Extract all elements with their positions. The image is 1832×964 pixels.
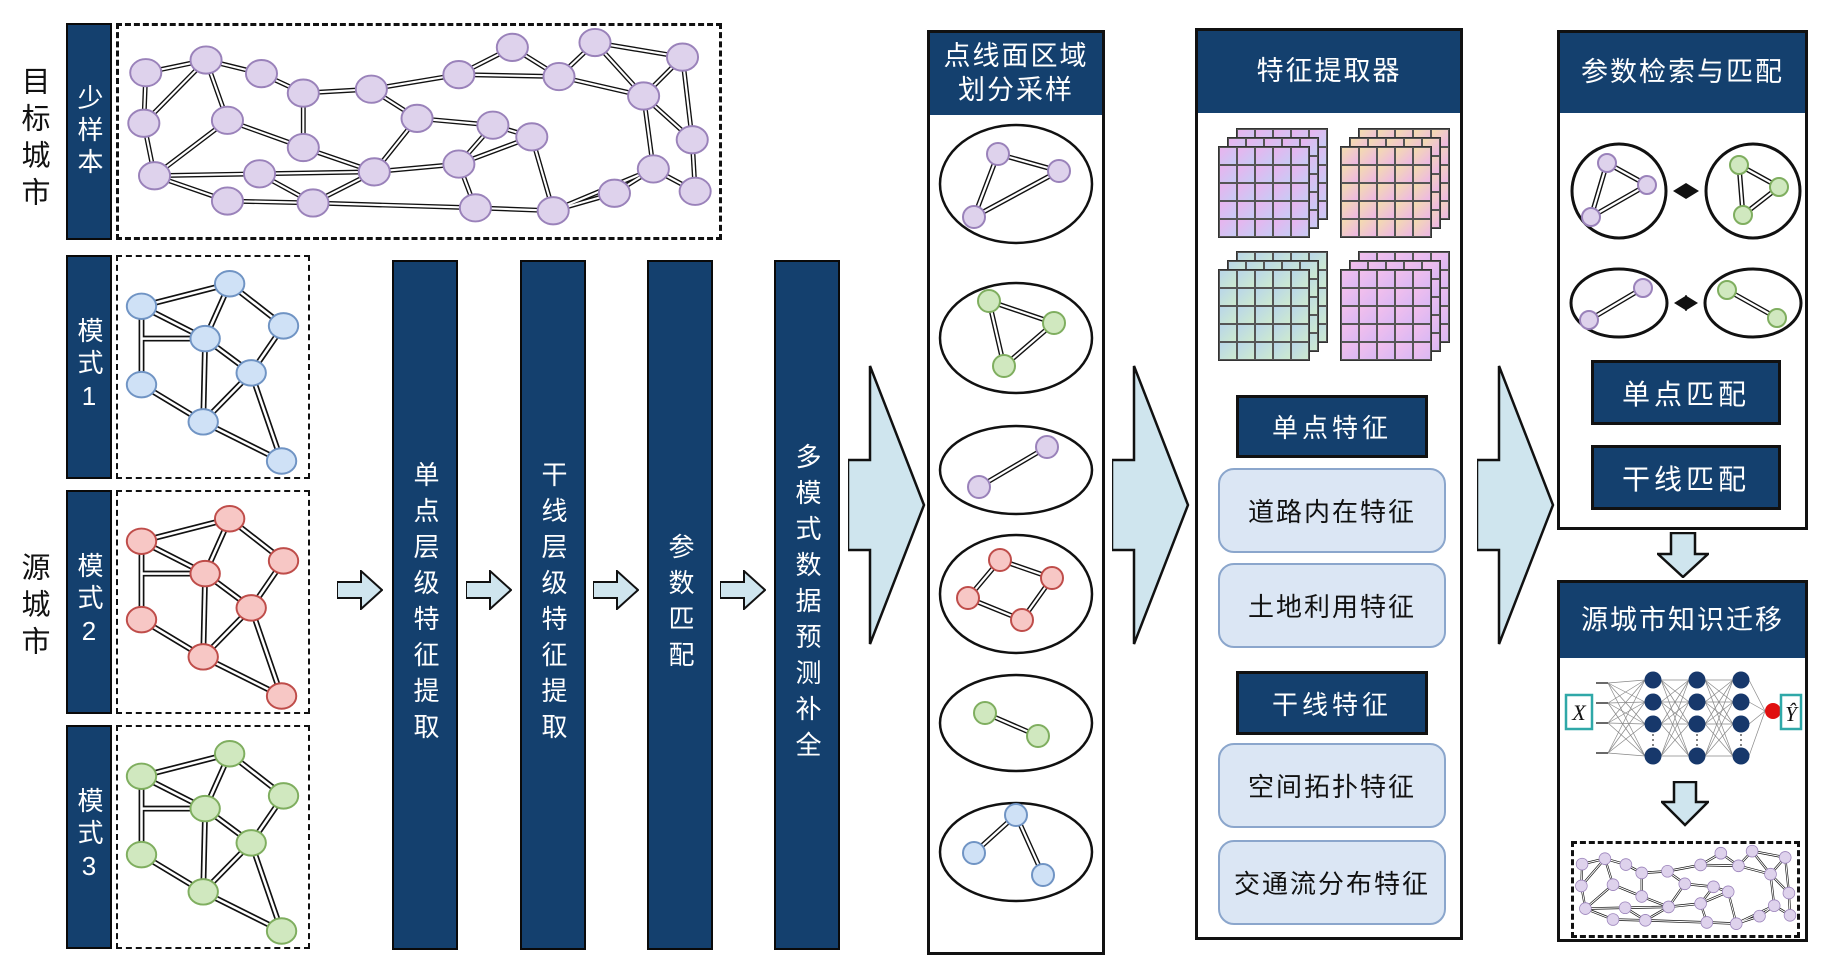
- small-arrow-icon: [720, 570, 766, 610]
- down-arrow-icon: [1657, 532, 1709, 578]
- feature-map-stack: [1340, 128, 1452, 240]
- big-arrow-icon: [1477, 365, 1555, 645]
- feature-map-stack: [1218, 251, 1330, 363]
- target-city-network-box: [116, 23, 722, 240]
- small-arrow-icon: [337, 570, 383, 610]
- pattern3-network-box: [116, 725, 310, 949]
- down-arrow-icon: [1661, 781, 1709, 827]
- process-bar-multimode-complete: 多模式数据预测补全: [774, 260, 840, 950]
- land-use-feature-box: 土地利用特征: [1218, 563, 1446, 648]
- pattern3-bar: 模式3: [66, 725, 112, 949]
- process-bar-trunk-feature: 干线层级特征提取: [520, 260, 586, 950]
- big-arrow-icon: [1112, 365, 1190, 645]
- few-sample-bar: 少样本: [66, 23, 112, 240]
- big-arrow-icon: [848, 365, 926, 645]
- pattern2-bar: 模式2: [66, 490, 112, 714]
- feature-map-stack: [1340, 251, 1452, 363]
- pattern1-network-box: [116, 255, 310, 479]
- small-arrow-icon: [466, 570, 512, 610]
- matching-pairs: [1569, 142, 1803, 339]
- trunk-matching-button: 干线匹配: [1591, 445, 1781, 510]
- sampled-subgraphs: [938, 123, 1094, 903]
- traffic-flow-feature-box: 交通流分布特征: [1218, 840, 1446, 925]
- sampling-column-header: 点线面区域 划分采样: [930, 33, 1102, 115]
- extractor-column-header: 特征提取器: [1198, 31, 1460, 113]
- target-city-network: [127, 27, 712, 226]
- svg-text:X: X: [1571, 700, 1587, 725]
- trunk-feature-header: 干线特征: [1236, 671, 1428, 735]
- sampling-column: 点线面区域 划分采样: [927, 30, 1105, 955]
- svg-text:Ŷ: Ŷ: [1785, 702, 1799, 726]
- pattern1-network: [125, 270, 300, 475]
- extractor-column: 特征提取器 单点特征 道路内在特征 土地利用特征 干线特征 空间拓扑特征 交通流…: [1195, 28, 1463, 940]
- source-city-label: 源城市: [17, 552, 49, 663]
- pattern2-network-box: [116, 490, 310, 714]
- pattern1-bar: 模式1: [66, 255, 112, 479]
- process-bar-point-feature: 单点层级特征提取: [392, 260, 458, 950]
- small-arrow-icon: [593, 570, 639, 610]
- knowledge-transfer-header: 源城市知识迁移: [1560, 583, 1805, 658]
- point-matching-button: 单点匹配: [1591, 360, 1781, 425]
- completed-network: [1575, 844, 1797, 930]
- process-bar-param-match: 参数匹配: [647, 260, 713, 950]
- road-intrinsic-feature-box: 道路内在特征: [1218, 468, 1446, 553]
- matching-column: 参数检索与匹配 单点匹配 干线匹配: [1557, 30, 1808, 530]
- feature-map-stack: [1218, 128, 1330, 240]
- spatial-topology-feature-box: 空间拓扑特征: [1218, 743, 1446, 828]
- matching-column-header: 参数检索与匹配: [1560, 33, 1805, 113]
- pattern3-network: [125, 740, 300, 945]
- point-feature-header: 单点特征: [1236, 395, 1428, 458]
- completed-network-box: [1571, 841, 1800, 938]
- target-city-label: 目标城市: [17, 66, 49, 214]
- pattern2-network: [125, 505, 300, 710]
